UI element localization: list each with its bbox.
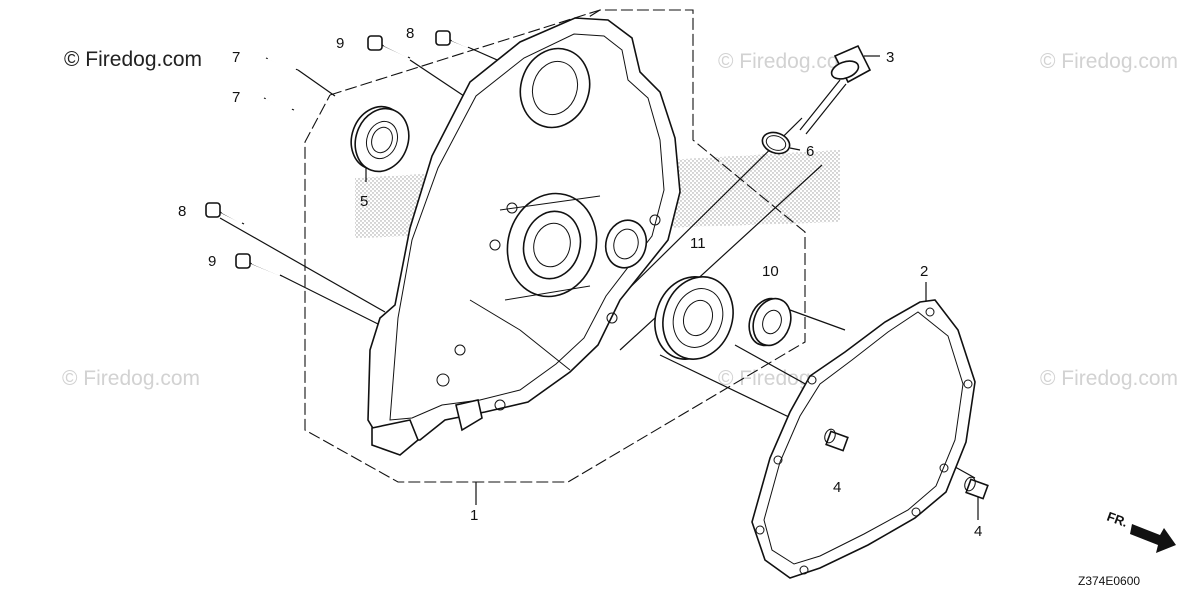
watermark-text: © Firedog.com bbox=[718, 50, 856, 73]
callout-3: 3 bbox=[886, 49, 894, 66]
exploded-view-frame bbox=[304, 9, 806, 483]
callout-4: 4 bbox=[833, 479, 841, 496]
callout-2: 2 bbox=[920, 263, 928, 280]
bolts bbox=[205, 30, 471, 277]
o-ring bbox=[761, 131, 791, 155]
callout-8: 8 bbox=[406, 25, 414, 42]
ball-bearing-large bbox=[654, 276, 734, 360]
callout-6: 6 bbox=[806, 143, 814, 160]
callout-4: 4 bbox=[974, 523, 982, 540]
callout-9: 9 bbox=[336, 35, 344, 52]
callout-7: 7 bbox=[232, 89, 240, 106]
callout-8: 8 bbox=[178, 203, 186, 220]
ball-bearing-small bbox=[748, 297, 792, 347]
oil-seal bbox=[350, 105, 410, 173]
case-cover-gasket bbox=[751, 299, 976, 579]
callout-labels: 7 7 9 8 8 9 5 1 3 6 11 10 2 4 4 bbox=[178, 25, 982, 540]
watermark-text: © Firedog.com bbox=[62, 367, 200, 390]
callout-9: 9 bbox=[208, 253, 216, 270]
front-label: FR. bbox=[1105, 509, 1130, 530]
watermark-text: © Firedog.com bbox=[1040, 50, 1178, 73]
callout-11: 11 bbox=[690, 235, 706, 252]
oil-filler-cap bbox=[799, 44, 872, 135]
front-arrow-icon bbox=[1130, 524, 1176, 553]
callout-5: 5 bbox=[360, 193, 368, 210]
callout-10: 10 bbox=[762, 263, 779, 280]
callout-1: 1 bbox=[470, 507, 478, 524]
watermark-main-text: © Firedog.com bbox=[64, 48, 202, 71]
case-cover bbox=[367, 17, 681, 456]
callout-7: 7 bbox=[232, 49, 240, 66]
dowel-pins bbox=[824, 428, 989, 500]
front-direction-indicator: FR. bbox=[1105, 509, 1176, 553]
diagram-code: Z374E0600 bbox=[1078, 574, 1140, 588]
watermark-text: © Firedog.com bbox=[1040, 367, 1178, 390]
